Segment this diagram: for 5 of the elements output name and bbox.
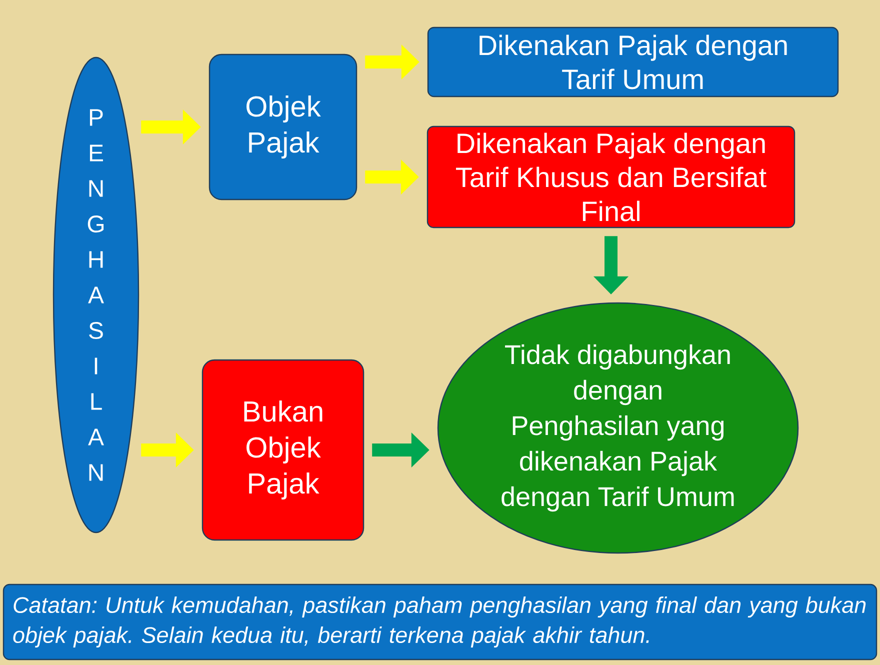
note-box: Catatan: Untuk kemudahan, pastikan paham penghasilan yang final dan yang bukan objek pajak. Selain kedua itu, berarti terkena pajak akhir tahun. (2, 584, 878, 660)
rounded-box: Objek Pajak (208, 54, 358, 200)
rounded-box: Dikenakan Pajak dengan Tarif Umum (427, 26, 839, 98)
rounded-box: Dikenakan Pajak dengan Tarif Khusus dan Bersifat Final (426, 126, 796, 228)
rounded-box: Bukan Objek Pajak (202, 359, 364, 541)
